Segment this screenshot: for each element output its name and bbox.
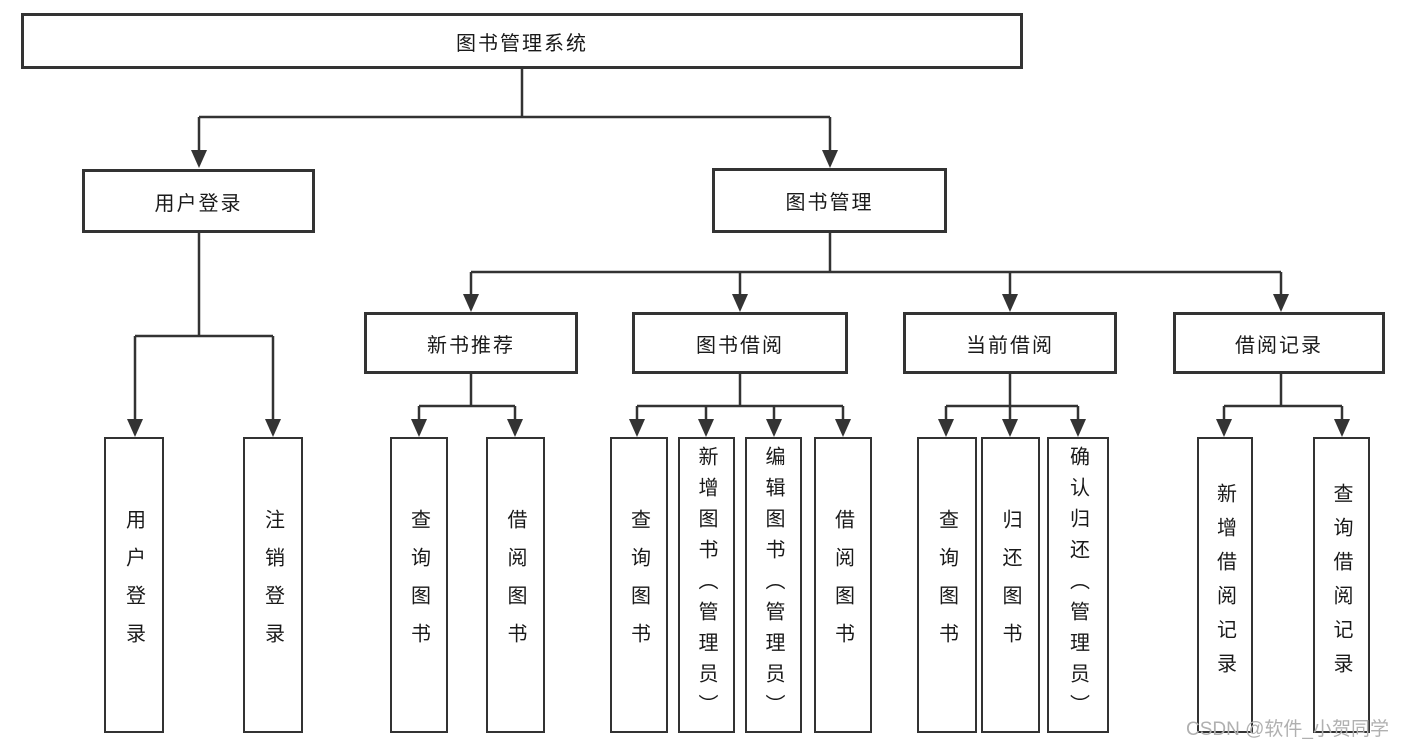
leaf-edit-books-admin: 编辑图书（管理员） (745, 437, 802, 733)
node-borrow-records: 借阅记录 (1173, 312, 1385, 374)
leaf-borrow-books-recommend: 借阅图书 (486, 437, 545, 733)
node-user-login: 用户登录 (82, 169, 315, 233)
leaf-query-books-borrow: 查询图书 (610, 437, 668, 733)
leaf-query-borrow-record: 查询借阅记录 (1313, 437, 1370, 733)
leaf-add-books-admin: 新增图书（管理员） (678, 437, 735, 733)
node-root: 图书管理系统 (21, 13, 1023, 69)
arrowhead-icon (1334, 419, 1350, 437)
edge-root-to-level2 (191, 69, 838, 168)
arrowhead-icon (265, 419, 281, 437)
arrowhead-icon (507, 419, 523, 437)
leaf-add-borrow-record: 新增借阅记录 (1197, 437, 1253, 733)
node-new-book-recommend: 新书推荐 (364, 312, 578, 374)
arrowhead-icon (629, 419, 645, 437)
edge-records-to-leaves (1216, 374, 1350, 437)
leaf-query-books-current: 查询图书 (917, 437, 977, 733)
arrowhead-icon (938, 419, 954, 437)
arrowhead-icon (463, 294, 479, 312)
arrowhead-icon (411, 419, 427, 437)
csdn-watermark: CSDN @软件_小贺同学 (1186, 719, 1389, 740)
arrowhead-icon (191, 150, 207, 168)
arrowhead-icon (732, 294, 748, 312)
node-book-borrow: 图书借阅 (632, 312, 848, 374)
edge-newbook-to-leaves (411, 374, 523, 437)
leaf-query-books-recommend: 查询图书 (390, 437, 448, 733)
arrowhead-icon (822, 150, 838, 168)
arrowhead-icon (127, 419, 143, 437)
leaf-user-login: 用户登录 (104, 437, 164, 733)
arrowhead-icon (1070, 419, 1086, 437)
arrowhead-icon (1002, 294, 1018, 312)
arrowhead-icon (766, 419, 782, 437)
arrowhead-icon (1216, 419, 1232, 437)
leaf-return-books: 归还图书 (981, 437, 1040, 733)
leaf-borrow-books: 借阅图书 (814, 437, 872, 733)
node-book-management: 图书管理 (712, 168, 947, 233)
edge-mgmt-to-level3 (463, 233, 1289, 312)
leaf-confirm-return-admin: 确认归还（管理员） (1047, 437, 1109, 733)
arrowhead-icon (835, 419, 851, 437)
arrowhead-icon (698, 419, 714, 437)
node-current-borrow: 当前借阅 (903, 312, 1117, 374)
leaf-logout: 注销登录 (243, 437, 303, 733)
edge-borrow-to-leaves (629, 374, 851, 437)
arrowhead-icon (1273, 294, 1289, 312)
edge-current-to-leaves (938, 374, 1086, 437)
edge-login-to-leaves (127, 233, 281, 437)
arrowhead-icon (1002, 419, 1018, 437)
